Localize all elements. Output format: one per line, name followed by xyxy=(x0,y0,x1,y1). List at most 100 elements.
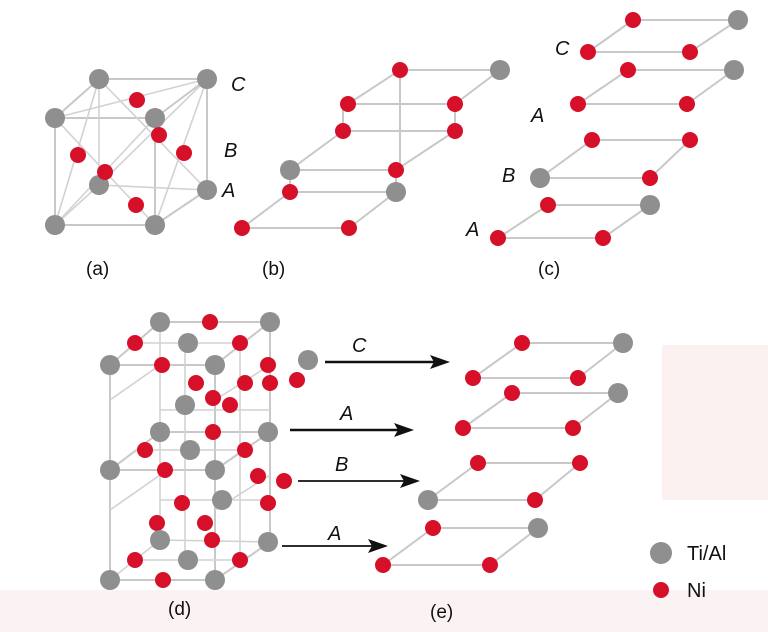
ti-al-atom xyxy=(205,570,225,590)
ti-al-atom xyxy=(728,10,748,30)
ni-atom xyxy=(197,515,213,531)
ti-al-atom xyxy=(178,550,198,570)
ni-atom xyxy=(425,520,441,536)
legend-ni-swatch xyxy=(653,582,669,598)
ni-atom xyxy=(202,314,218,330)
background-tint-right xyxy=(662,345,768,500)
ti-al-atom xyxy=(178,333,198,353)
ti-al-atom xyxy=(608,383,628,403)
ni-atom xyxy=(149,515,165,531)
ti-al-atom xyxy=(180,440,200,460)
ti-al-atom xyxy=(45,215,65,235)
ni-atom xyxy=(625,12,641,28)
ti-al-atom xyxy=(175,395,195,415)
ni-atom xyxy=(595,230,611,246)
arrowhead-a-upper xyxy=(394,423,414,437)
panel-c-letter-a-lower: A xyxy=(465,219,479,241)
ni-atom xyxy=(335,123,351,139)
ti-al-atom xyxy=(100,355,120,375)
ni-atom xyxy=(176,145,192,161)
ti-al-atom xyxy=(258,422,278,442)
panel-c-letter-c: C xyxy=(555,38,570,60)
ti-al-atom xyxy=(150,312,170,332)
ni-atom xyxy=(154,357,170,373)
background-tint-bottom xyxy=(0,590,768,632)
legend-ti-al-swatch xyxy=(650,542,672,564)
ni-atom xyxy=(127,552,143,568)
ni-atom xyxy=(572,455,588,471)
ni-atom xyxy=(527,492,543,508)
ni-atom xyxy=(565,420,581,436)
panel-d-letter-a-upper: A xyxy=(339,403,353,425)
panel-c-layers: C A B A (c) xyxy=(465,10,748,280)
ti-al-atom xyxy=(528,518,548,538)
ti-al-atom xyxy=(100,570,120,590)
ni-atom xyxy=(682,44,698,60)
ti-al-atom xyxy=(197,180,217,200)
panel-b-layers: (b) xyxy=(234,60,510,280)
ti-al-atom xyxy=(386,182,406,202)
ni-atom xyxy=(340,96,356,112)
panel-c-letter-b: B xyxy=(502,165,515,187)
ti-al-atom xyxy=(724,60,744,80)
ni-atom xyxy=(682,132,698,148)
ni-atom xyxy=(128,197,144,213)
panel-c-bonds xyxy=(494,19,742,239)
ni-atom xyxy=(188,375,204,391)
ni-atom xyxy=(514,335,530,351)
ni-atom xyxy=(232,335,248,351)
ti-al-atom xyxy=(145,215,165,235)
ti-al-atom xyxy=(298,350,318,370)
panel-a-atoms xyxy=(45,69,217,235)
ni-atom xyxy=(282,184,298,200)
ti-al-atom xyxy=(205,460,225,480)
ni-atom xyxy=(679,96,695,112)
ni-atom xyxy=(97,164,113,180)
ti-al-atom xyxy=(212,490,232,510)
ti-al-atom xyxy=(145,108,165,128)
ni-atom xyxy=(70,147,86,163)
ni-atom xyxy=(151,127,167,143)
panel-d-letter-b: B xyxy=(335,454,348,476)
ni-atom xyxy=(232,552,248,568)
ti-al-atom xyxy=(490,60,510,80)
ti-al-atom xyxy=(280,160,300,180)
ni-atom xyxy=(205,424,221,440)
panel-a-letter-b: B xyxy=(224,140,237,162)
ni-atom xyxy=(237,442,253,458)
panel-b-caption: (b) xyxy=(262,259,285,280)
ni-atom xyxy=(584,132,600,148)
ni-atom xyxy=(234,220,250,236)
panel-b-atoms xyxy=(234,60,510,236)
panel-a-cube: C B A (a) xyxy=(45,69,246,280)
ni-atom xyxy=(482,557,498,573)
ni-atom xyxy=(127,335,143,351)
ni-atom xyxy=(276,473,292,489)
panel-b-bonds xyxy=(239,69,503,229)
ni-atom xyxy=(620,62,636,78)
panel-d-caption: (d) xyxy=(168,599,191,620)
ni-atom xyxy=(455,420,471,436)
ti-al-atom xyxy=(197,69,217,89)
ni-atom xyxy=(540,197,556,213)
ti-al-atom xyxy=(150,422,170,442)
legend-ni-label: Ni xyxy=(687,580,706,602)
ni-atom xyxy=(137,442,153,458)
panel-d-supercell: (d) xyxy=(100,312,318,620)
ti-al-atom xyxy=(100,460,120,480)
ni-atom xyxy=(570,96,586,112)
panel-c-letter-a-upper: A xyxy=(530,105,544,127)
panel-e-caption: (e) xyxy=(430,602,453,623)
panel-d-atoms xyxy=(100,312,318,590)
ni-atom xyxy=(341,220,357,236)
ti-al-atom xyxy=(89,175,109,195)
panel-a-letter-c: C xyxy=(231,74,246,96)
ni-atom xyxy=(157,462,173,478)
ni-atom xyxy=(222,397,238,413)
ti-al-atom xyxy=(258,532,278,552)
ni-atom xyxy=(388,162,404,178)
ni-atom xyxy=(289,372,305,388)
stacking-arrows: C A B A xyxy=(282,335,450,553)
ni-atom xyxy=(260,495,276,511)
legend: Ti/Al Ni xyxy=(650,542,726,602)
